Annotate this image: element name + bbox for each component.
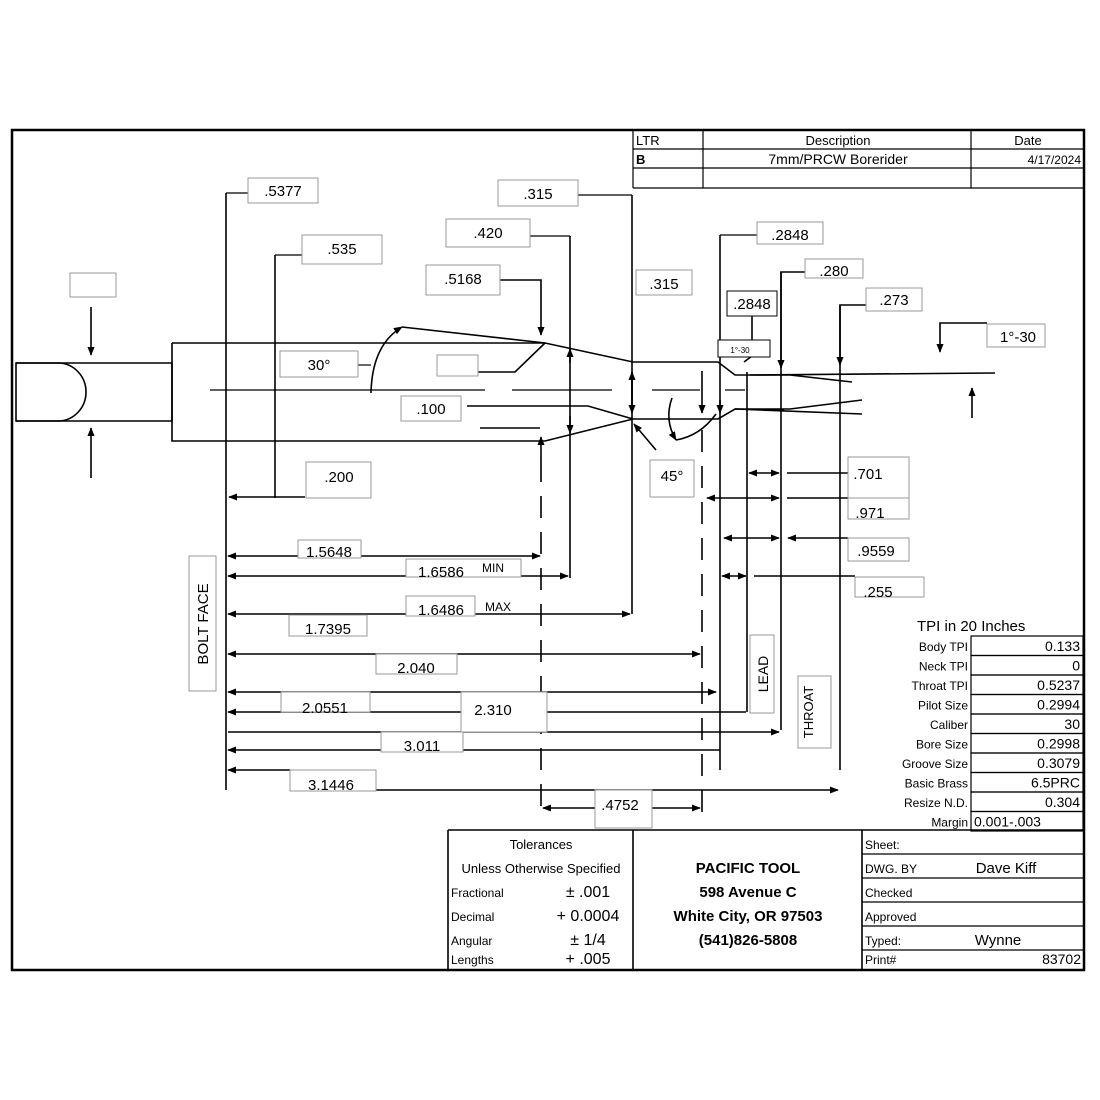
lead-label: LEAD (755, 656, 771, 693)
tpi-title: TPI in 20 Inches (917, 618, 1025, 635)
tpi-row-value: 0.133 (1045, 638, 1080, 654)
approved-label: Approved (865, 910, 916, 924)
tpi-row-label: Throat TPI (912, 679, 968, 693)
tpi-row-label: Pilot Size (918, 699, 968, 713)
rev-date: 4/17/2024 (1028, 153, 1082, 167)
tolerance-value: + 0.0004 (557, 908, 620, 925)
dim-30deg: 30° (308, 357, 331, 374)
tpi-row-value: 0.3079 (1037, 755, 1080, 771)
dim-17395: 1.7395 (305, 621, 351, 638)
tpi-row-label: Resize N.D. (904, 796, 968, 810)
dim-16586: 1.6586 (418, 564, 464, 581)
dwg-by-label: DWG. BY (865, 862, 917, 876)
tpi-row-label: Caliber (930, 718, 968, 732)
company-name: PACIFIC TOOL (696, 860, 800, 877)
dim-200: .200 (324, 469, 353, 486)
dim-16486: 1.6486 (418, 602, 464, 619)
dim-20551: 2.0551 (302, 700, 348, 717)
dim-1-30: 1°-30 (1000, 329, 1036, 346)
tolerance-value: + .005 (566, 951, 611, 968)
angle-30-arc (370, 326, 403, 394)
dim-971: .971 (855, 505, 884, 522)
dim-535: .535 (327, 241, 356, 258)
tolerance-label: Decimal (451, 910, 494, 924)
tolerances-subtitle: Unless Otherwise Specified (462, 861, 621, 876)
leaders (226, 192, 987, 460)
dim-5377: .5377 (264, 183, 302, 200)
side-labels: BOLT FACE LEAD THROAT (188, 555, 832, 749)
typed-value: Wynne (975, 932, 1022, 949)
revision-block: LTR Description Date B 7mm/PRCW Boreride… (632, 130, 1084, 189)
tpi-row-value: 0.001-.003 (974, 814, 1041, 830)
bolt-face-label: BOLT FACE (195, 583, 212, 664)
dim-2040: 2.040 (397, 660, 435, 677)
dim-420: .420 (473, 225, 502, 242)
tolerances-title: Tolerances (510, 837, 573, 852)
tpi-row-label: Basic Brass (905, 777, 968, 791)
dim-min-label: MIN (482, 561, 504, 575)
checked-label: Checked (865, 886, 912, 900)
tpi-row-label: Neck TPI (919, 660, 968, 674)
dim-3011: 3.011 (404, 738, 440, 755)
title-block: Tolerances Unless Otherwise Specified Fr… (447, 829, 1084, 970)
tpi-row-value: 0.2998 (1037, 736, 1080, 752)
rev-header-description: Description (805, 133, 870, 148)
dim-2848-top: .2848 (771, 227, 809, 244)
tpi-row-value: 30 (1064, 716, 1080, 732)
company-city: White City, OR 97503 (674, 908, 823, 925)
dim-1-30-small: 1°-30 (730, 346, 750, 355)
tolerance-value: ± .001 (566, 884, 610, 901)
dim-31446: 3.1446 (308, 777, 354, 794)
dim-100: .100 (416, 401, 445, 418)
tpi-row-value: 0.5237 (1037, 677, 1080, 693)
tpi-row-value: 0.2994 (1037, 697, 1080, 713)
company-street: 598 Avenue C (699, 884, 796, 901)
dim-255: .255 (863, 584, 892, 601)
tpi-row-label: Groove Size (902, 757, 968, 771)
tpi-row-label: Margin (931, 816, 968, 830)
dim-273: .273 (879, 292, 908, 309)
shank-diameter-arrows (69, 272, 117, 478)
tolerance-value: ± 1/4 (570, 932, 606, 949)
company-phone: (541)826-5808 (699, 932, 797, 949)
dim-701: .701 (853, 466, 882, 483)
dim-315-mid: .315 (649, 276, 678, 293)
tpi-row-label: Body TPI (919, 640, 968, 654)
dim-max-label: MAX (485, 600, 511, 614)
dwg-by-value: Dave Kiff (976, 860, 1037, 877)
tolerance-label: Lengths (451, 953, 494, 967)
tolerance-label: Fractional (451, 886, 504, 900)
tool-profile (15, 342, 996, 442)
sheet-label: Sheet: (865, 838, 900, 852)
dim-9559: .9559 (857, 543, 895, 560)
tpi-row-label: Bore Size (916, 738, 968, 752)
dim-2848-box: .2848 (733, 296, 771, 313)
print-label: Print# (865, 953, 897, 967)
typed-label: Typed: (865, 934, 901, 948)
tpi-row-value: 0.304 (1045, 794, 1080, 810)
drawing-border (10, 128, 1086, 972)
dim-4752: .4752 (601, 797, 639, 814)
tpi-row-value: 6.5PRC (1031, 775, 1080, 791)
tolerance-label: Angular (451, 934, 492, 948)
dim-280: .280 (819, 263, 848, 280)
rev-header-date: Date (1014, 133, 1041, 148)
dim-15648: 1.5648 (306, 544, 352, 561)
throat-label: THROAT (801, 686, 816, 739)
dim-315-top: .315 (523, 186, 552, 203)
rev-header-ltr: LTR (636, 133, 660, 148)
rev-ltr: B (636, 152, 645, 167)
dim-45deg: 45° (661, 468, 684, 485)
print-value: 83702 (1042, 951, 1081, 967)
tpi-row-value: 0 (1072, 658, 1080, 674)
rev-description: 7mm/PRCW Borerider (768, 151, 908, 167)
dim-2310: 2.310 (474, 702, 512, 719)
dimension-labels: .5377 .535 .315 .420 .5168 .315 .2848 .2… (247, 177, 1046, 829)
dim-5168: .5168 (444, 271, 482, 288)
